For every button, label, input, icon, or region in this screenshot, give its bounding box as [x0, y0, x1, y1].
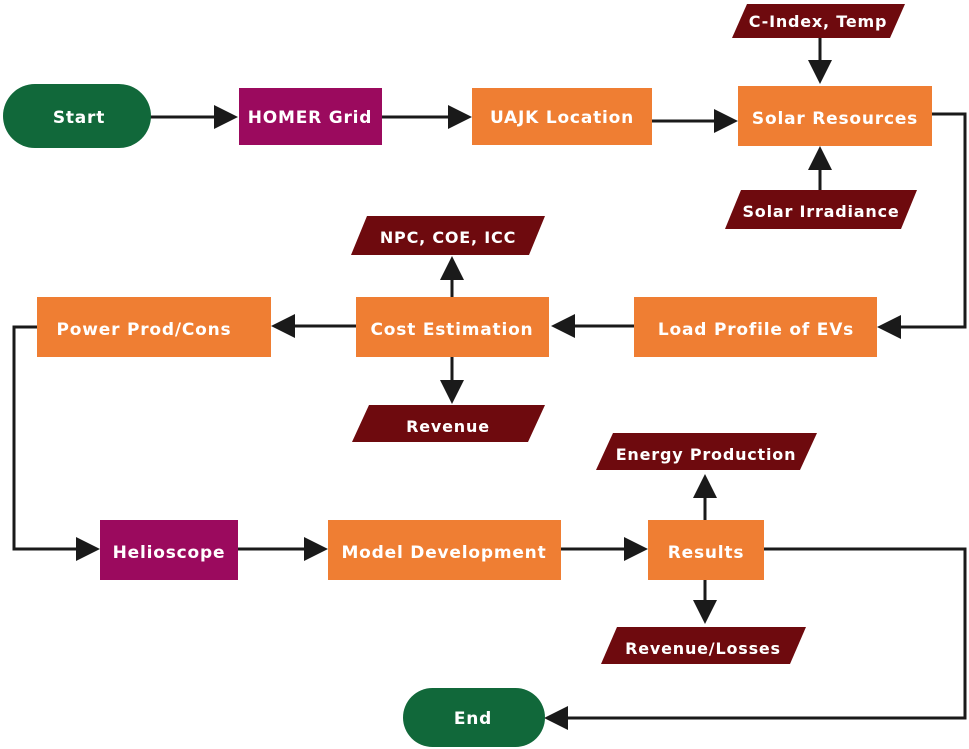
connectors: [12, 38, 967, 730]
start-terminal: Start: [3, 84, 151, 148]
power-prod-cons-box: Power Prod/Cons: [37, 297, 271, 357]
model-development-label: Model Development: [341, 543, 546, 563]
arrowhead: [808, 60, 832, 84]
arrowhead: [808, 146, 832, 170]
end-terminal: End: [403, 688, 545, 747]
load-profile-label: Load Profile of EVs: [658, 320, 854, 340]
npc-coe-icc-data: NPC, COE, ICC: [351, 216, 545, 255]
arrowhead: [76, 537, 100, 561]
helioscope-box: Helioscope: [100, 520, 238, 580]
arrowhead: [304, 537, 328, 561]
end-label: End: [454, 709, 492, 729]
arrowhead: [877, 315, 901, 339]
revenue-losses-label: Revenue/Losses: [625, 639, 781, 658]
solar-resources-label: Solar Resources: [752, 109, 918, 129]
start-label: Start: [53, 108, 105, 128]
arrowhead: [271, 314, 295, 338]
revenue-label: Revenue: [406, 417, 490, 436]
energy-production-label: Energy Production: [616, 445, 797, 464]
uajk-location-box: UAJK Location: [472, 88, 652, 145]
results-box: Results: [648, 520, 764, 580]
solar-irradiance-data: Solar Irradiance: [725, 190, 917, 229]
arrowhead: [440, 380, 464, 404]
homer-grid-label: HOMER Grid: [248, 108, 373, 128]
solar-resources-box: Solar Resources: [738, 86, 932, 146]
arrowhead: [544, 706, 568, 730]
arrowhead: [624, 537, 648, 561]
c-index-temp-label: C-Index, Temp: [749, 12, 888, 31]
power-prod-cons-label: Power Prod/Cons: [57, 320, 232, 340]
arrowhead: [714, 109, 738, 133]
revenue-losses-data: Revenue/Losses: [601, 627, 806, 664]
arrowhead: [693, 474, 717, 498]
npc-coe-icc-label: NPC, COE, ICC: [380, 228, 516, 247]
arrowhead: [448, 105, 472, 129]
helioscope-label: Helioscope: [113, 543, 226, 563]
uajk-location-label: UAJK Location: [490, 108, 634, 128]
cost-estimation-box: Cost Estimation: [356, 297, 549, 357]
cost-estimation-label: Cost Estimation: [371, 320, 534, 340]
revenue-data: Revenue: [352, 405, 545, 442]
results-label: Results: [668, 543, 745, 563]
c-index-temp-data: C-Index, Temp: [732, 4, 905, 38]
arrowhead: [551, 314, 575, 338]
arrowhead: [440, 256, 464, 280]
load-profile-box: Load Profile of EVs: [634, 297, 877, 357]
solar-irradiance-label: Solar Irradiance: [742, 202, 899, 221]
energy-production-data: Energy Production: [596, 433, 817, 470]
homer-grid-box: HOMER Grid: [239, 88, 382, 145]
arrowhead: [693, 600, 717, 624]
model-development-box: Model Development: [328, 520, 561, 580]
arrowhead: [214, 105, 238, 129]
